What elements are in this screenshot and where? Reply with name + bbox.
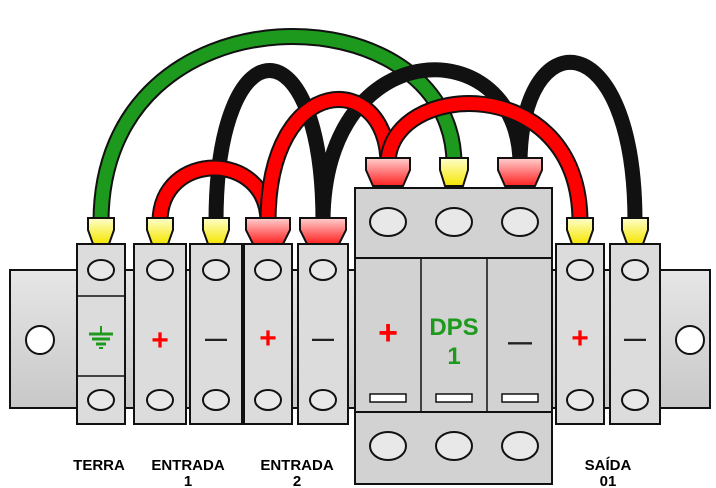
terminal-terra — [76, 243, 126, 425]
terminal-screw — [309, 259, 337, 281]
label-entrada1-number: 1 — [184, 473, 192, 488]
yellow-ferrule — [566, 217, 594, 245]
minus-symbol: — — [508, 329, 532, 356]
terminal-screw — [254, 389, 282, 411]
negative-wire — [208, 63, 331, 230]
terminal-screw — [621, 259, 649, 281]
terminal-entrada1-positive: + — [133, 243, 187, 425]
positive-wire — [261, 93, 395, 229]
status-window — [369, 393, 407, 403]
terminal-saida-positive: + — [555, 243, 605, 425]
dps-surge-protector: + — DPS 1 — [354, 187, 553, 485]
terminal-screw — [501, 431, 539, 461]
terminal-screw — [87, 389, 115, 411]
terminal-saida-negative: — — [609, 243, 661, 425]
yellow-ferrule — [621, 217, 649, 245]
terminal-screw — [435, 207, 473, 237]
terminal-screw — [87, 259, 115, 281]
red-ferrule — [497, 157, 543, 187]
terminal-screw — [435, 431, 473, 461]
labels: TERRA ENTRADA 1 ENTRADA 2 SAÍDA 01 — [73, 457, 631, 488]
yellow-ferrule — [202, 217, 230, 245]
connectors — [87, 157, 649, 245]
label-entrada2-number: 2 — [293, 473, 301, 488]
minus-symbol: — — [312, 326, 334, 351]
yellow-ferrule — [146, 217, 174, 245]
terminal-screw — [501, 207, 539, 237]
status-window — [435, 393, 473, 403]
terminal-screw — [369, 431, 407, 461]
dps-name: DPS — [429, 314, 478, 341]
minus-symbol: — — [624, 326, 646, 351]
label-terra: TERRA — [73, 457, 125, 474]
terminal-blocks: + — + — + — [76, 243, 661, 425]
plus-symbol: + — [259, 322, 277, 355]
positive-wire — [381, 97, 587, 229]
ground-wire — [94, 30, 461, 229]
terminal-screw — [202, 389, 230, 411]
label-entrada1: ENTRADA — [151, 457, 224, 474]
terminal-screw — [202, 259, 230, 281]
terminal-screw — [369, 207, 407, 237]
red-ferrule — [365, 157, 411, 187]
label-saida-number: 01 — [600, 473, 617, 488]
minus-symbol: — — [205, 326, 227, 351]
terminal-screw — [146, 389, 174, 411]
yellow-ferrule — [439, 157, 469, 187]
terminal-screw — [566, 259, 594, 281]
dps-number: 1 — [447, 343, 460, 370]
terminal-screw — [566, 389, 594, 411]
plus-symbol: + — [571, 322, 589, 355]
yellow-ferrule — [87, 217, 115, 245]
terminal-entrada1-negative: — — [189, 243, 243, 425]
ground-icon — [89, 326, 113, 349]
plus-symbol: + — [378, 314, 398, 352]
status-window — [501, 393, 539, 403]
terminal-screw — [146, 259, 174, 281]
plus-symbol: + — [151, 324, 169, 357]
label-saida: SAÍDA — [585, 457, 632, 474]
red-ferrule — [299, 217, 347, 245]
mounting-hole-icon — [675, 325, 705, 355]
terminal-screw — [621, 389, 649, 411]
wires — [92, 28, 643, 231]
terminal-screw — [254, 259, 282, 281]
terminal-entrada2-negative: — — [297, 243, 349, 425]
terminal-entrada2-positive: + — [243, 243, 293, 425]
label-entrada2: ENTRADA — [260, 457, 333, 474]
mounting-hole-icon — [25, 325, 55, 355]
terminal-screw — [309, 389, 337, 411]
red-ferrule — [245, 217, 291, 245]
